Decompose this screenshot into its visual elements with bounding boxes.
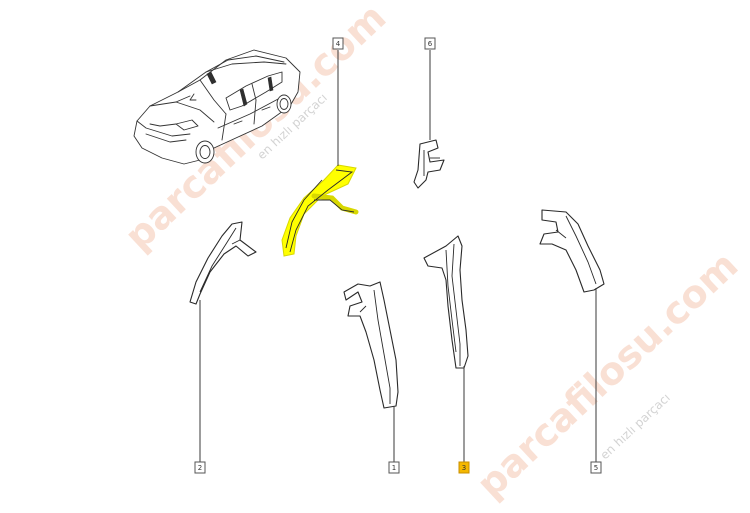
leader-lines bbox=[199, 50, 597, 462]
callout-4[interactable]: 4 bbox=[332, 37, 344, 50]
part-6-bracket bbox=[413, 139, 445, 189]
callout-4-label: 4 bbox=[336, 40, 341, 48]
part-1-pillar bbox=[343, 281, 399, 409]
part-2-strip bbox=[189, 221, 257, 305]
callout-2-label: 2 bbox=[198, 464, 202, 472]
callout-3[interactable]: 3 bbox=[458, 461, 470, 474]
part-3-pillar bbox=[423, 235, 469, 369]
callout-5[interactable]: 5 bbox=[590, 461, 602, 474]
callout-1-label: 1 bbox=[392, 464, 396, 472]
part-4-trim bbox=[281, 164, 359, 257]
callout-1[interactable]: 1 bbox=[388, 461, 400, 474]
callout-2[interactable]: 2 bbox=[194, 461, 206, 474]
callout-6-label: 6 bbox=[428, 40, 433, 48]
part-5-pillar bbox=[539, 209, 605, 293]
car-illustration bbox=[133, 49, 301, 165]
watermark-brand-lower: parcafilosu.com bbox=[468, 243, 746, 507]
callout-6[interactable]: 6 bbox=[424, 37, 436, 50]
callout-3-label: 3 bbox=[462, 464, 466, 472]
callout-5-label: 5 bbox=[594, 464, 598, 472]
